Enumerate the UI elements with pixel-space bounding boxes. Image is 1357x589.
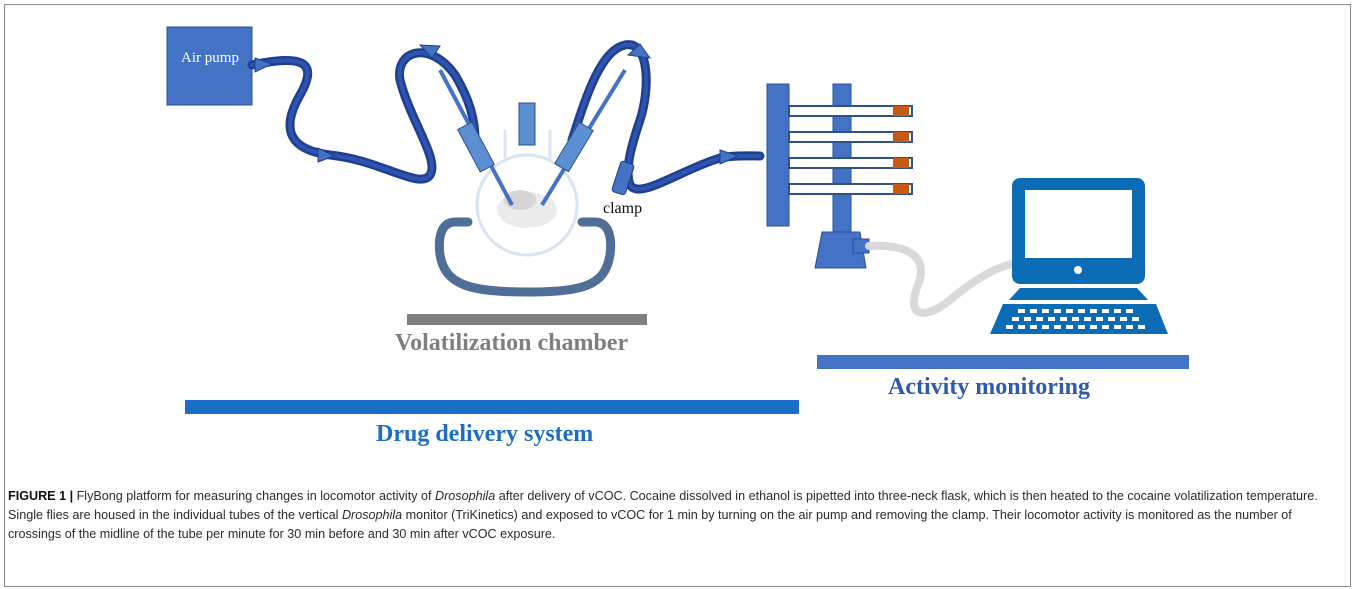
three-neck-flask: [475, 130, 579, 257]
connector-line: [317, 147, 336, 163]
volatilization-chamber-label: Volatilization chamber: [395, 330, 629, 356]
right-neck-tube: [540, 68, 627, 207]
activity-monitoring-bar: [817, 355, 1189, 369]
left-neck-tube: [438, 69, 514, 206]
connector-left-top: [418, 44, 441, 59]
drug-delivery-bar: [185, 400, 799, 414]
air-pump-box: [166, 26, 253, 106]
computer-icon: [990, 178, 1168, 334]
tube-flask-to-monitor-highlight: [570, 42, 762, 192]
clamp: [611, 160, 635, 196]
data-cable: [865, 241, 1026, 317]
connector-monitor: [719, 149, 740, 165]
tube-pump-to-flask-highlight: [250, 50, 477, 182]
heating-mantle: [434, 217, 616, 297]
figure-caption: FIGURE 1 | FlyBong platform for measurin…: [8, 487, 1344, 544]
caption-italic-1: Drosophila: [435, 489, 496, 503]
caption-text-2: after delivery of vCOC. Cocaine dissolve…: [8, 489, 1318, 522]
chamber-underline: [407, 314, 647, 325]
clamp-label: clamp: [603, 200, 643, 217]
connector-pump: [254, 57, 274, 73]
caption-text-1: FlyBong platform for measuring changes i…: [73, 489, 435, 503]
figure-number: FIGURE 1 |: [8, 489, 74, 503]
caption-italic-2: Drosophila: [341, 508, 403, 522]
caption-text-3: monitor (TriKinetics) and exposed to vCO…: [8, 508, 1292, 541]
center-neck-stopper: [518, 102, 536, 146]
activity-monitoring-label: Activity monitoring: [888, 374, 1090, 400]
drug-delivery-system-label: Drug delivery system: [376, 421, 594, 447]
fly-tubes: [788, 105, 913, 195]
air-pump-label: Air pump: [181, 50, 239, 66]
connector-right-top: [626, 43, 652, 59]
